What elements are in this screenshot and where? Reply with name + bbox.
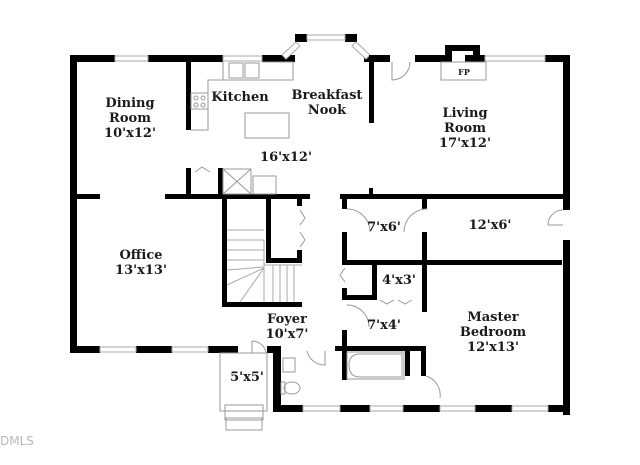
room-dimensions: 12'x13' (467, 340, 519, 355)
room-label-bath: 7'x4' (367, 318, 401, 333)
room-label-dining: Dining Room 10'x12' (104, 96, 156, 141)
room-name: Master (467, 310, 519, 325)
room-name: Office (119, 248, 163, 263)
room-dimensions: 16'x12' (260, 150, 312, 165)
room-label-kitchen: Kitchen (211, 90, 268, 105)
room-dimensions: 7'x4' (367, 318, 401, 333)
room-label-foyer: Foyer 10'x7' (266, 312, 309, 342)
room-dimensions: 17'x12' (439, 136, 491, 151)
room-label-porch: 5'x5' (230, 370, 264, 385)
room-label-closet-b: 12'x6' (469, 218, 512, 233)
room-dimensions: 10'x12' (104, 126, 156, 141)
room-name: Dining (105, 96, 155, 111)
room-name: Nook (307, 103, 347, 118)
room-name: Room (444, 121, 486, 136)
room-dimensions: 13'x13' (115, 263, 167, 278)
exterior-walls (70, 34, 570, 415)
room-label-kitchen-area: 16'x12' (260, 150, 312, 165)
fixtures (190, 61, 564, 431)
room-label-closet-a: 7'x6' (367, 220, 401, 235)
watermark: DMLS (0, 434, 34, 448)
room-dimensions: 5'x5' (230, 370, 264, 385)
interior-walls (70, 55, 563, 380)
room-label-breakfast: Breakfast Nook (292, 88, 363, 118)
room-name: Foyer (267, 312, 307, 327)
room-dimensions: 12'x6' (468, 218, 512, 233)
windows (99, 34, 549, 412)
room-name: Kitchen (211, 90, 269, 105)
room-dimensions: 10'x7' (265, 327, 309, 342)
room-dimensions: 4'x3' (382, 273, 416, 288)
room-label-master: Master Bedroom 12'x13' (460, 310, 526, 355)
room-name: Bedroom (459, 325, 527, 340)
room-name: Room (109, 111, 151, 126)
room-dimensions: 7'x6' (367, 220, 401, 235)
room-name: Living (442, 106, 488, 121)
room-label-closet-c: 4'x3' (382, 273, 416, 288)
room-label-office: Office 13'x13' (115, 248, 167, 278)
fireplace-label: FP (458, 67, 470, 77)
room-name: Breakfast (291, 88, 363, 103)
room-label-living: Living Room 17'x12' (439, 106, 491, 151)
fireplace-text: FP (458, 67, 470, 77)
